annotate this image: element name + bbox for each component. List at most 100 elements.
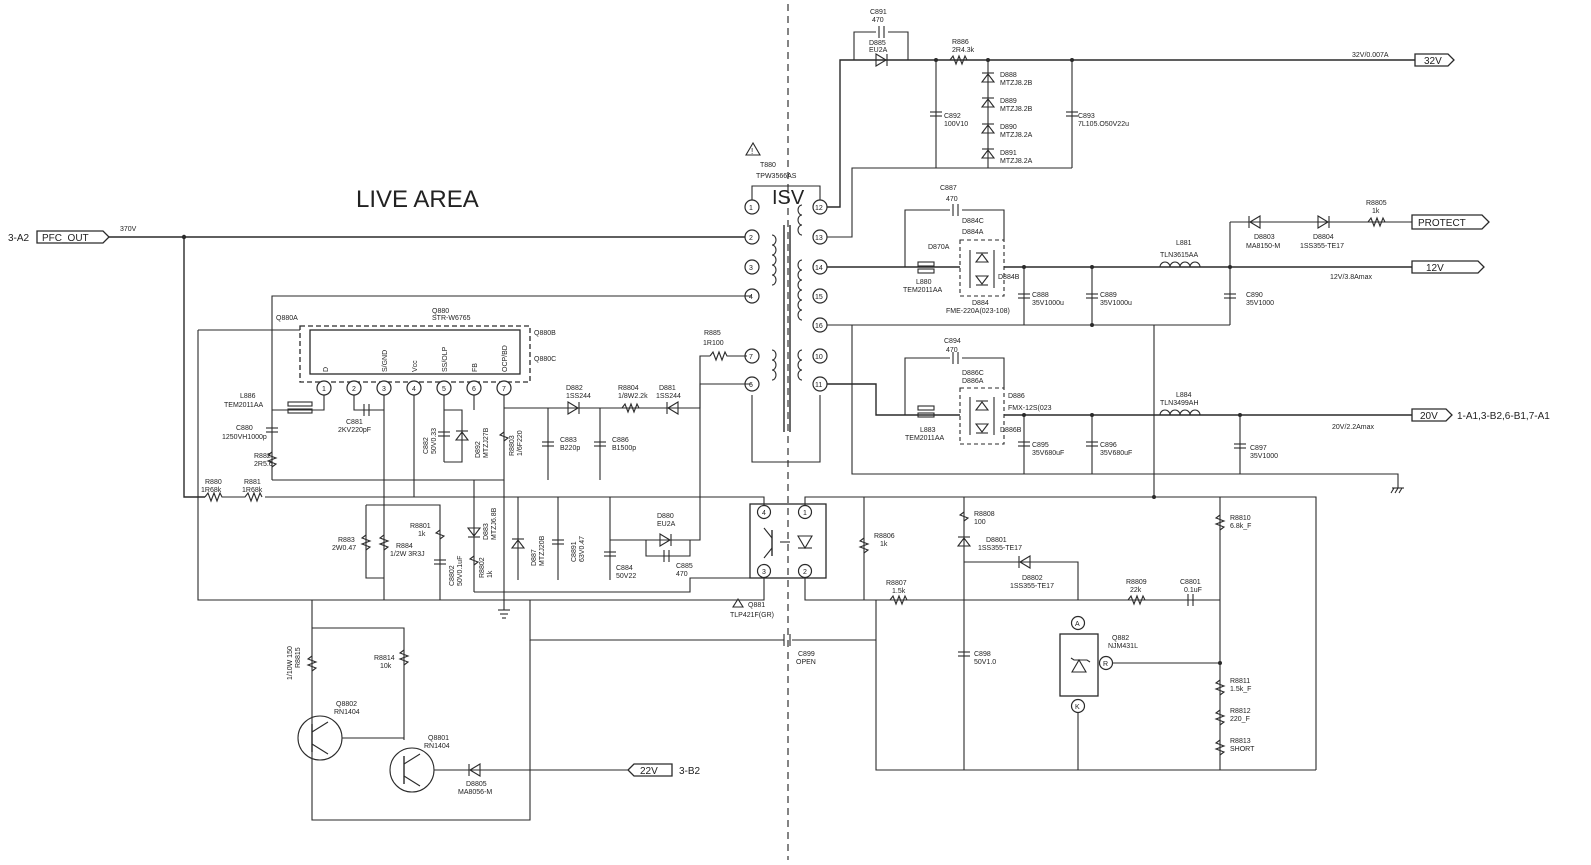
svg-text:MTZJ27B: MTZJ27B	[483, 427, 490, 458]
svg-text:L883: L883	[920, 427, 936, 434]
svg-text:2: 2	[803, 569, 807, 576]
svg-text:22V: 22V	[640, 766, 658, 777]
svg-text:C885: C885	[676, 563, 693, 570]
svg-text:C888: C888	[1032, 292, 1049, 299]
svg-text:R8808: R8808	[974, 511, 995, 518]
shunt-reg-icon	[1070, 657, 1091, 673]
svg-text:35V1000: 35V1000	[1250, 453, 1278, 460]
svg-text:35V1000u: 35V1000u	[1032, 300, 1064, 307]
svg-text:5: 5	[442, 386, 446, 393]
svg-text:35V1000u: 35V1000u	[1100, 300, 1132, 307]
svg-text:D884A: D884A	[962, 229, 984, 236]
svg-text:NJM431L: NJM431L	[1108, 643, 1138, 650]
svg-text:OPEN: OPEN	[796, 659, 816, 666]
svg-text:470: 470	[676, 571, 688, 578]
svg-text:D886B: D886B	[1000, 427, 1022, 434]
svg-text:B220p: B220p	[560, 445, 580, 452]
svg-text:22k: 22k	[1130, 587, 1142, 594]
svg-text:2: 2	[749, 235, 753, 242]
opto-pins: 4 1 3 2	[756, 504, 813, 579]
svg-text:11: 11	[815, 382, 822, 389]
shunt-pins: A R K	[1070, 615, 1114, 714]
svg-text:Q882: Q882	[1112, 635, 1129, 642]
svg-text:R8802: R8802	[479, 557, 486, 578]
svg-text:D: D	[323, 367, 330, 372]
svg-text:FB: FB	[472, 363, 479, 372]
svg-text:1k: 1k	[1372, 208, 1380, 215]
svg-text:D870A: D870A	[928, 244, 950, 251]
svg-text:SS/OLP: SS/OLP	[442, 346, 449, 372]
svg-text:20V/2.2Amax: 20V/2.2Amax	[1332, 424, 1375, 431]
svg-text:A: A	[1075, 621, 1080, 628]
dual-diode-d886	[969, 397, 995, 435]
ic-pins: 1 2 3 4 5 6 7	[316, 380, 512, 396]
shunt-q882-body	[1059, 633, 1099, 697]
svg-text:EU2A: EU2A	[657, 521, 676, 528]
svg-text:TEM2011AA: TEM2011AA	[905, 435, 944, 442]
svg-text:7: 7	[749, 354, 753, 361]
svg-text:14: 14	[815, 265, 823, 272]
transformer-t880: T880 TPW3566AS ISV	[751, 162, 821, 463]
svg-text:220_F: 220_F	[1230, 716, 1250, 723]
svg-text:MTZJ8.2A: MTZJ8.2A	[1000, 132, 1033, 139]
svg-text:R882: R882	[254, 453, 271, 460]
svg-text:R8801: R8801	[410, 523, 431, 530]
svg-text:MTZJ8.2B: MTZJ8.2B	[1000, 106, 1033, 113]
ic-q880-body	[309, 329, 521, 375]
svg-text:C886: C886	[612, 437, 629, 444]
svg-text:D884C: D884C	[962, 218, 984, 225]
svg-text:C883: C883	[560, 437, 577, 444]
svg-text:R885: R885	[704, 330, 721, 337]
svg-text:100V10: 100V10	[944, 121, 968, 128]
svg-text:R8804: R8804	[618, 385, 639, 392]
svg-text:1/6F220: 1/6F220	[517, 430, 524, 456]
svg-text:D8805: D8805	[466, 781, 487, 788]
v22-ref: 3-B2	[679, 766, 701, 777]
svg-text:1SS355-TE17: 1SS355-TE17	[978, 545, 1022, 552]
transistor-q8801	[389, 747, 628, 793]
svg-text:R8814: R8814	[374, 655, 395, 662]
diode-d885	[875, 53, 888, 67]
svg-text:C8891: C8891	[571, 541, 578, 562]
svg-text:R8803: R8803	[509, 435, 516, 456]
svg-text:D882: D882	[566, 385, 583, 392]
svg-text:STR-W6765: STR-W6765	[432, 315, 471, 322]
svg-text:C8801: C8801	[1180, 579, 1201, 586]
svg-text:6: 6	[472, 386, 476, 393]
svg-text:D8801: D8801	[986, 537, 1007, 544]
svg-text:C890: C890	[1246, 292, 1263, 299]
svg-text:1R100: 1R100	[703, 340, 724, 347]
svg-text:R8812: R8812	[1230, 708, 1251, 715]
svg-text:EU2A: EU2A	[869, 47, 888, 54]
svg-text:R8807: R8807	[886, 580, 907, 587]
caution-icon: !	[745, 141, 761, 156]
svg-text:C891: C891	[870, 9, 887, 16]
inductor-l881	[1159, 261, 1201, 268]
svg-text:D8803: D8803	[1254, 234, 1275, 241]
pfc-ref: 3-A2	[8, 233, 30, 244]
svg-text:B1500p: B1500p	[612, 445, 636, 452]
svg-text:D8804: D8804	[1313, 234, 1334, 241]
svg-text:R881: R881	[244, 479, 261, 486]
svg-text:2R5.6: 2R5.6	[254, 461, 273, 468]
svg-text:35V680uF: 35V680uF	[1032, 450, 1064, 457]
svg-text:50V22: 50V22	[616, 573, 636, 580]
svg-text:D884B: D884B	[998, 274, 1020, 281]
svg-text:D880: D880	[657, 513, 674, 520]
svg-text:20V: 20V	[1420, 411, 1438, 422]
svg-text:L881: L881	[1176, 240, 1192, 247]
svg-text:1/2W 3R3J: 1/2W 3R3J	[390, 551, 425, 558]
svg-text:C889: C889	[1100, 292, 1117, 299]
svg-text:C899: C899	[798, 651, 815, 658]
svg-text:R8806: R8806	[874, 533, 895, 540]
svg-text:12V/3.8Amax: 12V/3.8Amax	[1330, 274, 1373, 281]
svg-text:!: !	[751, 147, 753, 156]
svg-text:C894: C894	[944, 338, 961, 345]
svg-text:RN1404: RN1404	[424, 743, 450, 750]
connector-12v: 12V	[1411, 260, 1485, 274]
svg-text:ISV: ISV	[772, 187, 805, 209]
svg-text:Q880B: Q880B	[534, 330, 556, 337]
svg-text:16: 16	[815, 323, 823, 330]
svg-text:3: 3	[382, 386, 386, 393]
svg-text:Q880C: Q880C	[534, 356, 556, 363]
